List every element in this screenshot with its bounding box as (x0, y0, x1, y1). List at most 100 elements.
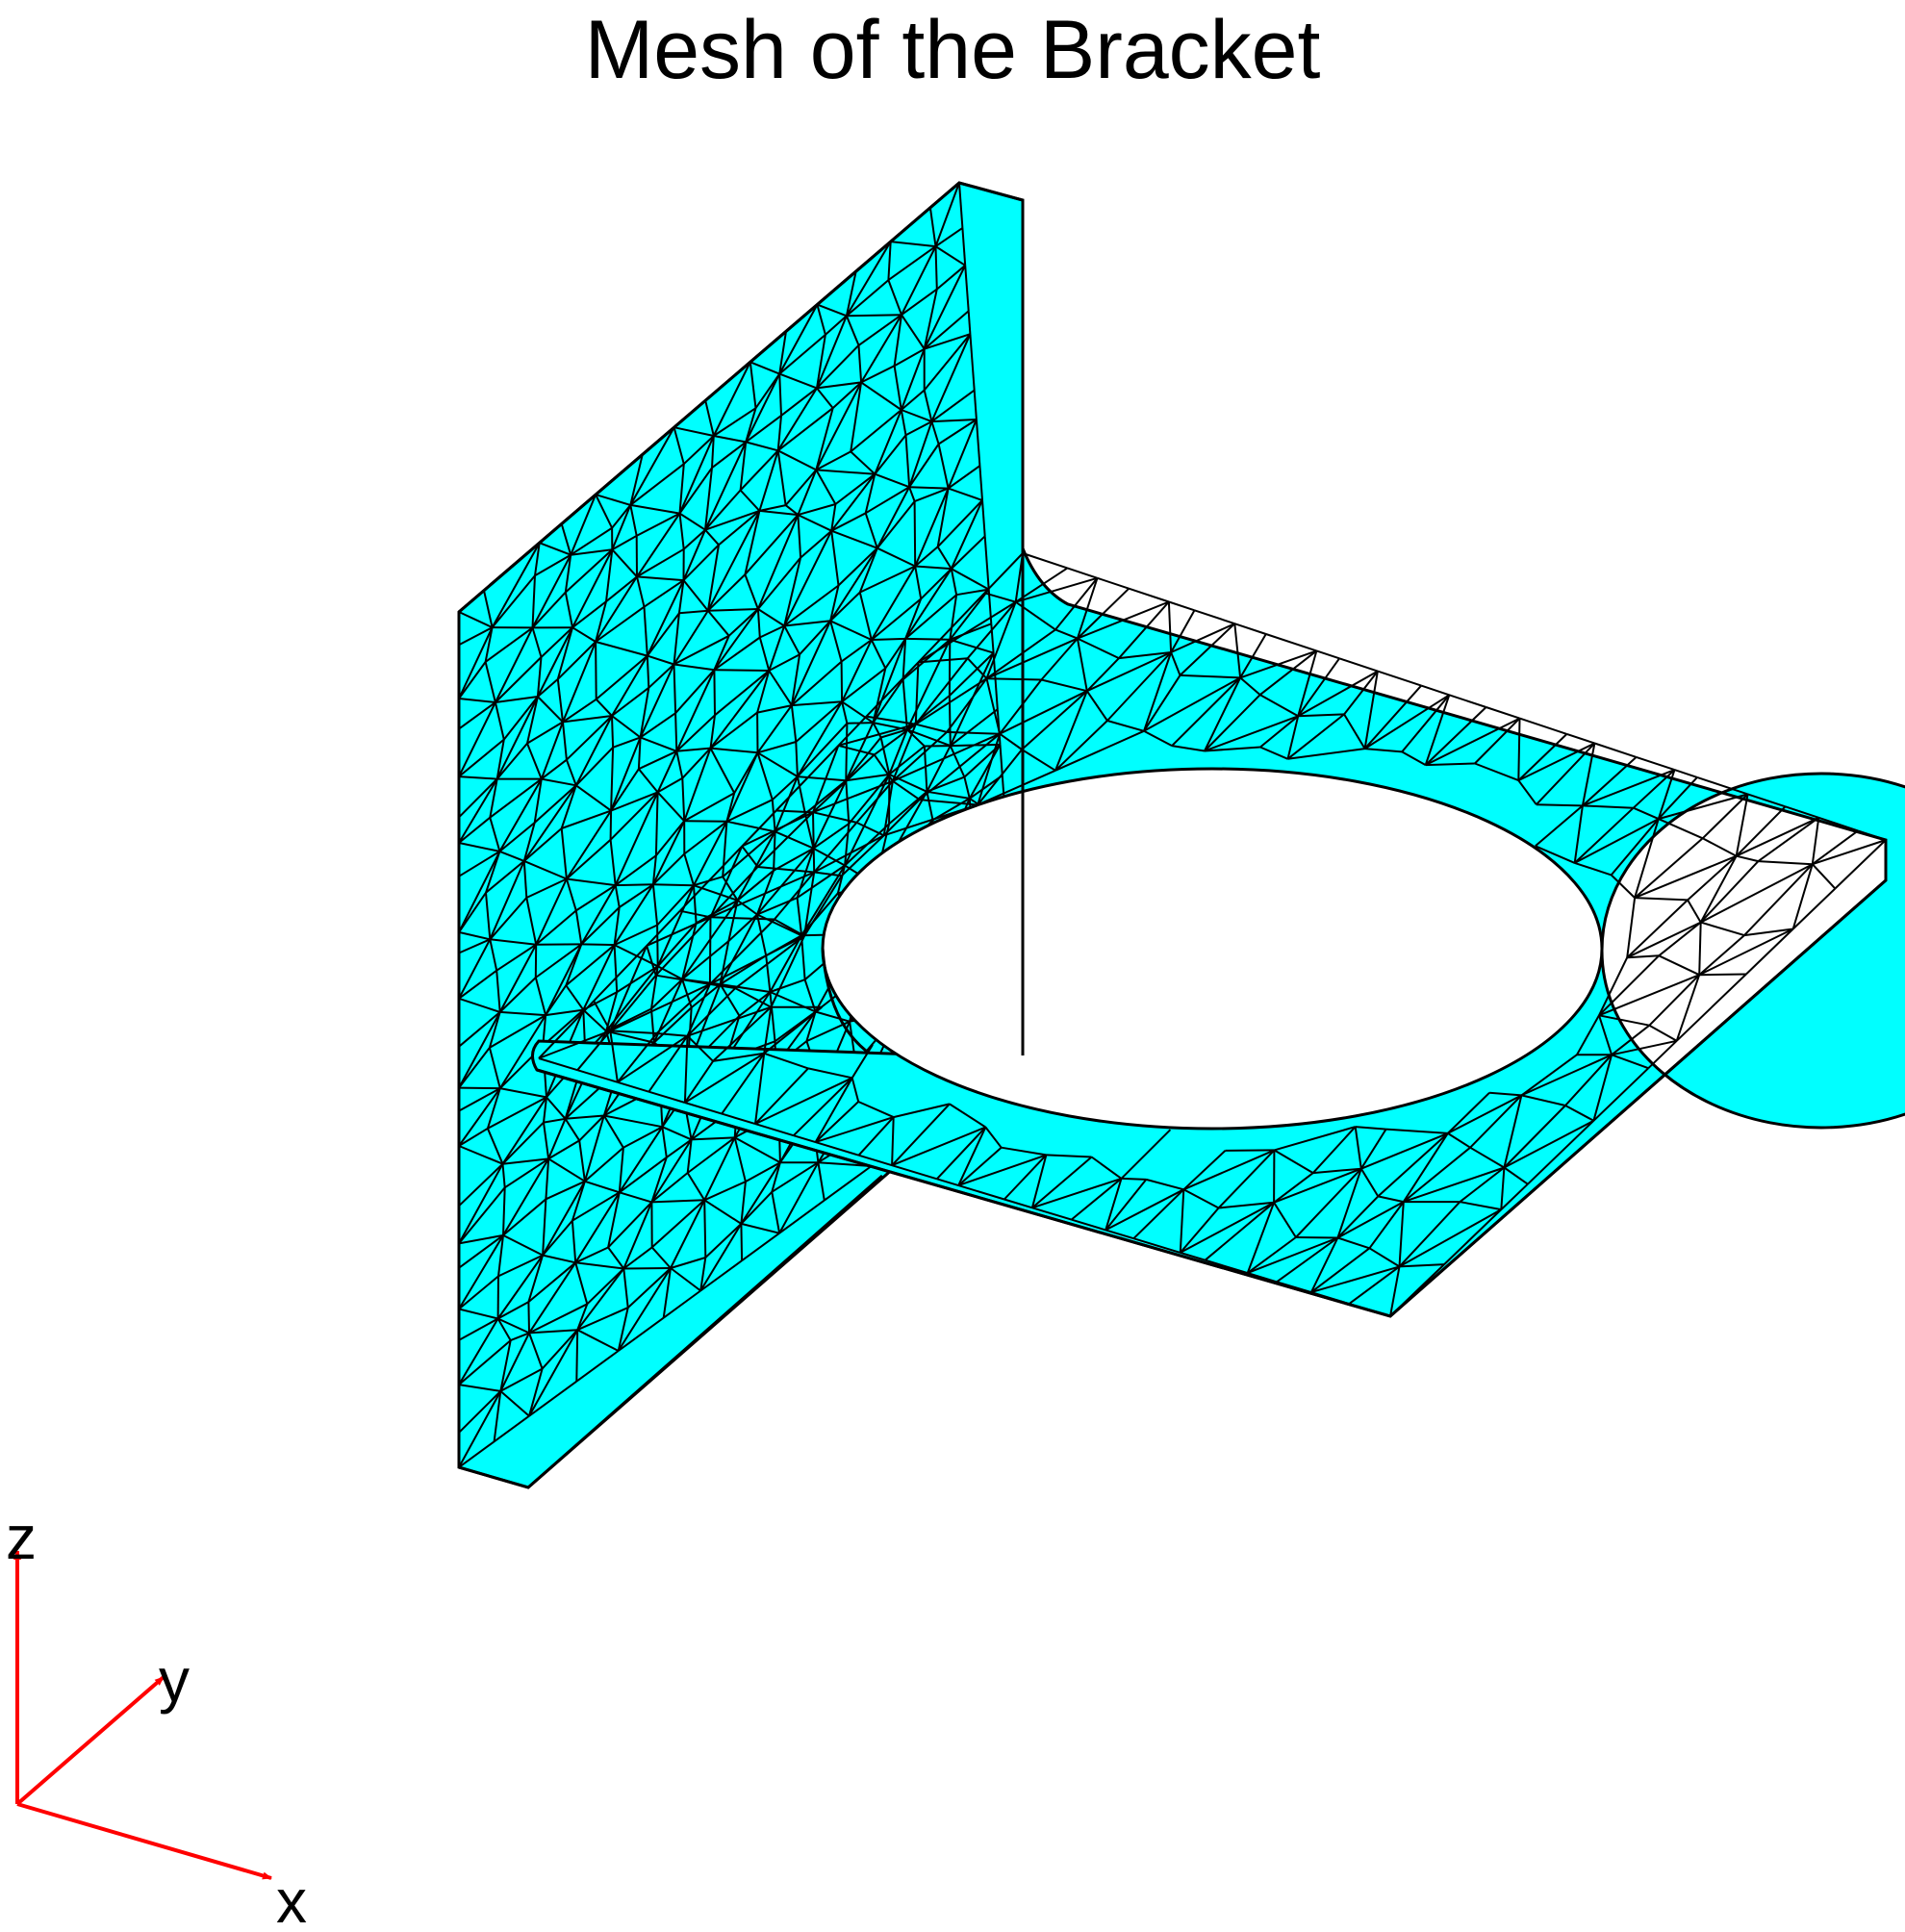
mesh-edge (824, 1165, 873, 1202)
mesh-edge (891, 1103, 951, 1166)
mesh-edge (1355, 1126, 1386, 1131)
mesh-edge (497, 1301, 529, 1320)
mesh-edge (615, 883, 653, 887)
mesh-edge (763, 1006, 823, 1055)
mesh-edge (1573, 805, 1584, 864)
mesh-edge (595, 699, 613, 717)
mesh-edge (1377, 1132, 1449, 1198)
mesh-edge (576, 1307, 629, 1332)
mesh-edge (865, 661, 920, 718)
mesh-edge (522, 784, 577, 862)
mesh-edge (1273, 1172, 1314, 1204)
mesh-edge (556, 678, 564, 723)
mesh-edge (1003, 1154, 1048, 1201)
mesh-edge (609, 975, 657, 1031)
mesh-edge (1180, 1251, 1206, 1261)
mesh-edge (1143, 676, 1241, 732)
mesh-edge (1022, 552, 1068, 570)
mesh-edge (770, 935, 805, 1008)
mesh-edge (1071, 1218, 1106, 1232)
mesh-edge (1259, 715, 1299, 749)
mesh-edge (485, 626, 534, 663)
mesh-edge (1105, 1179, 1148, 1232)
mesh-edge (528, 1329, 579, 1417)
mesh-edge (484, 661, 496, 703)
wall-outline (458, 181, 1025, 1055)
mesh-edge (643, 606, 648, 656)
mesh-edge (776, 450, 787, 506)
mesh-edge (985, 601, 1017, 679)
mesh-edge (666, 1138, 693, 1158)
mesh-edge (771, 1161, 819, 1193)
mesh-edge (1167, 601, 1173, 653)
mesh-edge (1182, 1150, 1227, 1191)
mesh-edge (1143, 674, 1181, 732)
mesh-edge (816, 387, 834, 409)
mesh-edge (741, 1222, 780, 1234)
mesh-edge (1503, 1105, 1566, 1169)
mesh-edge (1378, 1195, 1405, 1204)
mesh-edge (949, 745, 966, 778)
mesh-edge (1105, 1188, 1184, 1232)
mesh-edge (571, 548, 613, 556)
mesh-edge (570, 494, 597, 556)
mesh-edge (1699, 973, 1746, 977)
mesh-edge (1360, 1131, 1449, 1170)
mesh-edge (683, 748, 712, 822)
mesh-edge (703, 1181, 747, 1202)
mesh-edge (491, 574, 536, 628)
mesh-edge (771, 1161, 781, 1193)
mesh-edge (1564, 1054, 1613, 1106)
mesh-edge (494, 1414, 530, 1443)
mesh-edge (1735, 794, 1749, 856)
mesh-edge (630, 503, 680, 515)
mesh-edge (816, 381, 862, 390)
mesh-edge (576, 1267, 625, 1331)
mesh-edge (618, 1126, 664, 1193)
mesh-edge (543, 1117, 566, 1124)
mesh-edge (930, 333, 972, 422)
mesh-edge (682, 529, 706, 581)
mesh-edge (815, 1116, 895, 1144)
mesh-edge (800, 892, 839, 936)
mesh-edge (543, 1097, 547, 1123)
mesh-edge (712, 1005, 773, 1062)
mesh-edge (499, 1339, 512, 1392)
mesh-edge (683, 1035, 689, 1104)
mesh-edge (699, 1257, 707, 1291)
mesh-edge (1792, 887, 1837, 930)
mesh-edge (458, 661, 487, 699)
mesh-edge (740, 1181, 747, 1225)
mesh-edge (1204, 694, 1261, 752)
mesh-edge (458, 969, 497, 1000)
mesh-edge (1170, 609, 1196, 653)
mesh-edge (603, 1114, 663, 1129)
mesh-edge (574, 910, 583, 945)
mesh-edge (531, 575, 536, 628)
mesh-edge (918, 657, 968, 664)
mesh-edge (674, 669, 716, 714)
mesh-edge (1273, 1149, 1314, 1174)
mesh-edge (902, 639, 951, 680)
mesh-edge (1566, 732, 1595, 745)
mesh-edge (684, 1102, 723, 1115)
mesh-edge (1735, 805, 1787, 857)
mesh-edge (1364, 694, 1450, 750)
mesh-edge (1182, 1149, 1275, 1191)
mesh-edge (1233, 623, 1242, 678)
mesh-edge (1611, 1024, 1650, 1056)
mesh-edge (795, 700, 843, 743)
mesh-edge (983, 536, 990, 590)
mesh-edge (614, 884, 621, 908)
mesh-edge (776, 387, 818, 451)
mesh-edge (651, 855, 657, 885)
mesh-edge (1403, 1146, 1471, 1203)
mesh-edge (1574, 818, 1660, 864)
mesh-edge (1736, 854, 1759, 863)
mesh-edge (538, 1000, 595, 1059)
mesh-edge (1517, 742, 1595, 781)
mesh-edge (923, 333, 972, 392)
mesh-edge (923, 746, 928, 792)
mesh-edge (616, 965, 659, 993)
mesh-edge (738, 991, 772, 1017)
